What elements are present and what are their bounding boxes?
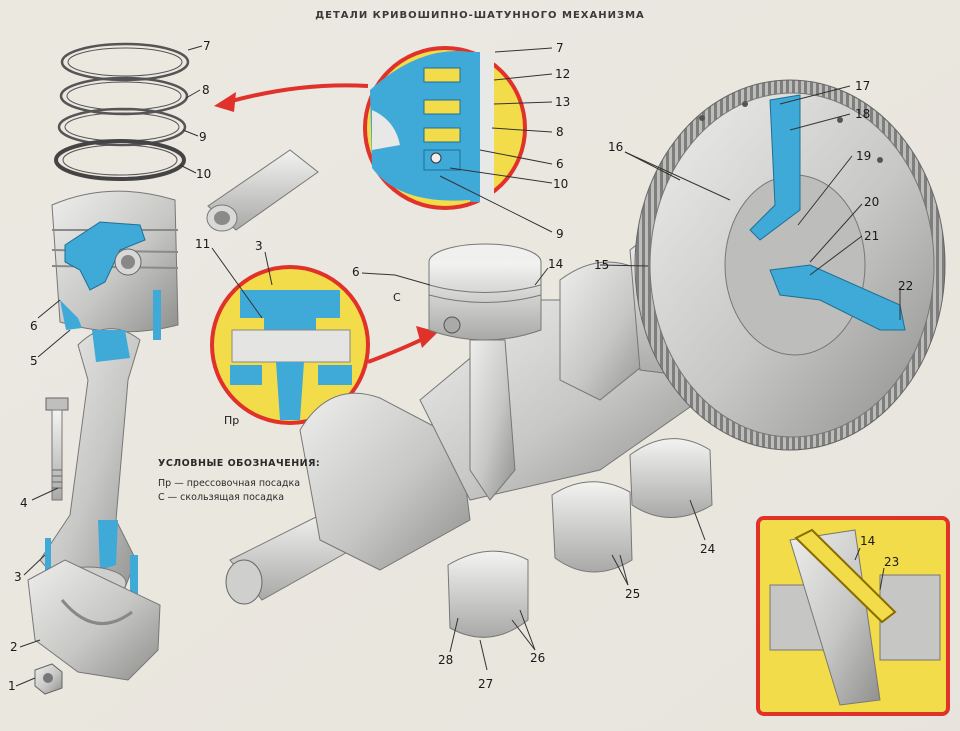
callout-10: 10 — [196, 167, 211, 181]
callout-pr: Пр — [224, 414, 239, 427]
callout-24: 24 — [700, 542, 715, 556]
callout-11: 11 — [195, 237, 210, 251]
legend-item-press-fit: Пр — прессовочная посадка — [158, 478, 301, 489]
oil-channel-inset — [756, 516, 950, 716]
pin-fit-detail — [210, 265, 370, 425]
callout-7: 7 — [203, 39, 211, 53]
callout-7-detail: 7 — [556, 41, 564, 55]
callout-10-detail: 10 — [553, 177, 568, 191]
legend-item-slip-fit: С — скользящая посадка — [158, 492, 285, 503]
piston-pin — [206, 149, 319, 232]
callout-25: 25 — [625, 587, 640, 601]
connecting-rod — [39, 328, 141, 601]
callout-22: 22 — [898, 279, 913, 293]
callout-23: 23 — [884, 555, 899, 569]
page-title: ДЕТАЛИ КРИВОШИПНО-ШАТУННОГО МЕХАНИЗМА — [315, 10, 645, 21]
callout-3-detail: 3 — [255, 239, 263, 253]
callout-20: 20 — [864, 195, 879, 209]
callout-2: 2 — [10, 640, 18, 654]
callout-15: 15 — [594, 258, 609, 272]
callout-5: 5 — [30, 354, 38, 368]
callout-12: 12 — [555, 67, 570, 81]
rod-cap — [27, 559, 161, 681]
callout-16: 16 — [608, 140, 623, 154]
callout-13: 13 — [555, 95, 570, 109]
callout-28: 28 — [438, 653, 453, 667]
callout-14-inset: 14 — [860, 534, 875, 548]
callout-21: 21 — [864, 229, 879, 243]
callout-c: С — [393, 291, 401, 304]
flywheel — [634, 79, 946, 451]
leader-lines — [15, 45, 901, 687]
callout-17: 17 — [855, 79, 870, 93]
main-bearing-shells — [447, 438, 713, 638]
piston-cutaway — [51, 190, 179, 340]
callout-26: 26 — [530, 651, 545, 665]
rod-nut — [34, 663, 63, 695]
callout-14: 14 — [548, 257, 563, 271]
callout-18: 18 — [855, 107, 870, 121]
callout-8-detail: 8 — [556, 125, 564, 139]
piston-rings — [54, 42, 190, 181]
detail-arrow-rings — [214, 83, 369, 112]
callout-27: 27 — [478, 677, 493, 691]
legend-heading: УСЛОВНЫЕ ОБОЗНАЧЕНИЯ: — [158, 458, 321, 469]
callout-4: 4 — [20, 496, 28, 510]
callout-19: 19 — [856, 149, 871, 163]
callout-6-detail: 6 — [556, 157, 564, 171]
callout-6-piston: 6 — [352, 265, 360, 279]
callout-9: 9 — [199, 130, 207, 144]
callout-1: 1 — [8, 679, 16, 693]
rod-bolt — [45, 397, 69, 501]
callout-3: 3 — [14, 570, 22, 584]
assembled-piston — [428, 243, 542, 501]
callout-6: 6 — [30, 319, 38, 333]
ring-groove-detail — [363, 46, 527, 210]
callouts: 7 8 9 10 7 12 13 8 6 10 9 11 3 6 С Пр 16… — [8, 39, 913, 693]
legend: УСЛОВНЫЕ ОБОЗНАЧЕНИЯ: Пр — прессовочная … — [158, 457, 320, 505]
callout-8: 8 — [202, 83, 210, 97]
callout-9-detail: 9 — [556, 227, 564, 241]
